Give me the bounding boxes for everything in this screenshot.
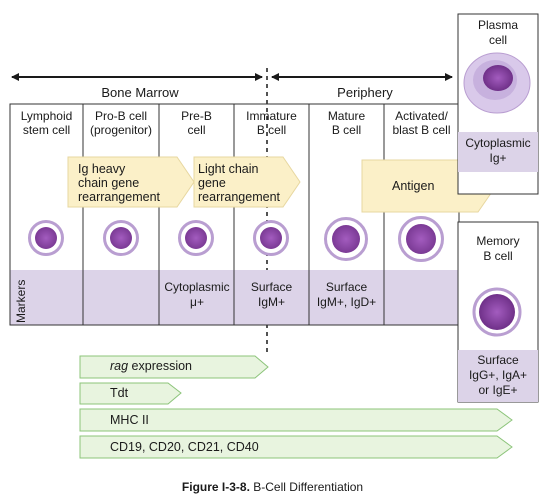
stage-title-pro-b: Pro-B cell (progenitor) xyxy=(89,109,153,137)
pre-b-marker: Cytoplasmic μ+ xyxy=(164,280,230,309)
antigen-label: Antigen xyxy=(392,179,435,193)
memory-cell-marker: Surface IgG+, IgA+ or IgE+ xyxy=(468,353,528,397)
immature-cell-icon xyxy=(253,220,289,256)
stage-title-mature: Mature B cell xyxy=(327,109,366,137)
ig-heavy-event-arrow xyxy=(67,156,195,208)
mature-cell-icon xyxy=(324,217,368,261)
periphery-label: Periphery xyxy=(337,85,393,100)
figure-caption: Figure I-3-8. B-Cell Differentiation xyxy=(181,480,364,494)
tdt-label: Tdt xyxy=(110,386,129,400)
cd-markers-label: CD19, CD20, CD21, CD40 xyxy=(110,440,259,454)
mature-marker: Surface IgM+, IgD+ xyxy=(316,280,377,309)
bone-marrow-label: Bone Marrow xyxy=(101,85,179,100)
lymphoid-cell-icon xyxy=(28,220,64,256)
ig-heavy-label: Ig heavy chain gene rearrangement xyxy=(78,162,160,204)
plasma-cell-title: Plasma cell xyxy=(477,18,518,47)
mhc-ii-label: MHC II xyxy=(110,413,149,427)
rag-expression-label: rag expression xyxy=(110,359,193,373)
memory-cell-title: Memory B cell xyxy=(476,234,520,263)
markers-row-label: Markers xyxy=(14,279,28,323)
cd-markers-bar xyxy=(79,435,513,459)
light-chain-event-arrow xyxy=(193,156,301,208)
stage-title-immature: Immature B cell xyxy=(246,109,297,137)
plasma-marker-bg xyxy=(458,132,538,172)
memory-marker-bg xyxy=(458,350,538,402)
tdt-bar xyxy=(79,382,182,405)
pre-b-cell-icon xyxy=(178,220,214,256)
plasma-cell-icon xyxy=(463,52,531,114)
activated-cell-icon xyxy=(398,216,444,262)
memory-cell-icon xyxy=(472,287,522,337)
plasma-cell-marker: Cytoplasmic Ig+ xyxy=(465,136,531,165)
mhc-ii-bar xyxy=(79,408,513,432)
rag-expression-bar xyxy=(79,355,269,379)
stage-title-lymphoid: Lymphoid stem cell xyxy=(20,109,73,137)
pro-b-cell-icon xyxy=(103,220,139,256)
light-chain-label: Light chain gene rearrangement xyxy=(198,162,280,204)
stage-title-pre-b: Pre-B cell xyxy=(181,109,212,137)
stage-title-activated: Activated/ blast B cell xyxy=(392,109,451,137)
immature-marker: Surface IgM+ xyxy=(250,280,293,309)
